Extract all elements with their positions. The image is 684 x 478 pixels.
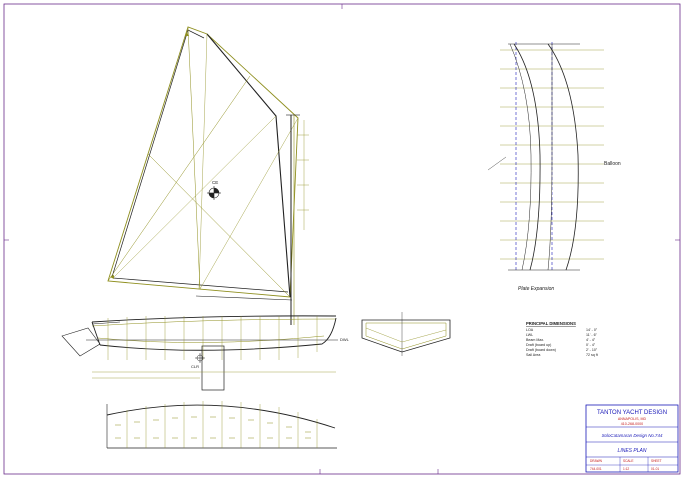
pe-plate-left-outer [513,43,541,271]
sail-arrow-1 [185,32,189,36]
sail-luff [111,29,205,278]
ce-symbol [207,186,221,200]
pe-plate-right-outer [547,43,579,271]
sail-plan [107,26,309,325]
dim-row-4-key: Draft (board down) [526,348,556,352]
dim-row-5-key: Sail Area [526,353,540,357]
sheer-line-2 [91,318,337,327]
sail-diag-6 [199,117,299,290]
rudder [61,327,101,357]
tb-row2-mid: 1:12 [623,467,629,471]
pe-plate-left-inner [509,43,532,271]
section-inner [365,322,447,350]
boom [195,295,293,301]
sail-median-4 [198,33,208,290]
plate-expansion [487,42,604,272]
dwl-label: DWL [340,337,350,342]
project-name: SoloCatamaran Design No.744 [602,433,663,438]
sail-arrow-2 [110,275,114,279]
tb-row1-mid: SCALE [623,459,633,463]
balloon-label: Balloon [604,161,621,167]
pe-leader [487,156,507,171]
pe-plate-right-inner [547,44,553,271]
tb-row2-left: 744-001 [590,467,602,471]
dim-row-1-key: LWL [526,333,533,337]
half-breadth-plan [106,401,337,449]
sheet-title: LINES PLAN [618,448,647,454]
principal-dimensions-table: PRINCIPAL DIMENSIONS LOA 14' - 0" LWL 11… [526,321,598,357]
dim-row-0-val: 14' - 0" [586,328,598,332]
chine-line [97,335,325,343]
dim-row-2-val: 4' - 4" [586,338,596,342]
tb-row2-right: 01-01 [651,467,659,471]
ce-label: CE [212,180,218,185]
tb-row1-left: DRAWN [590,459,603,463]
dim-row-2-key: Beam Max. [526,338,544,342]
sail-median-3 [147,153,291,298]
keel-line [99,317,337,351]
sail-diag-5 [112,115,277,279]
hb-dim-ticks [115,416,311,433]
firm-name: TANTON YACHT DESIGN [597,410,667,416]
sheet-border [3,3,681,475]
sail-median-2 [107,75,251,282]
dim-row-3-val: 0' - 4" [586,343,596,347]
firm-address-2: 410-268-0000 [621,422,643,426]
plate-expansion-label: Plate Expansion [518,286,554,292]
section-outline [361,319,451,353]
dim-row-0-key: LOA [526,328,534,332]
sail-median-1 [187,26,201,290]
principal-dimensions-heading: PRINCIPAL DIMENSIONS [526,321,576,326]
tiller [91,321,121,325]
dim-row-1-val: 11' - 6" [586,333,598,337]
sheer-line [91,315,337,323]
dim-row-5-val: 72 sq ft [586,353,598,357]
sail-foot [112,277,289,293]
clr-label: CLR [191,364,199,369]
centerboard [201,345,225,391]
firm-address-1: ANNAPOLIS, MD [618,417,647,421]
title-block-frame [585,404,679,473]
section-flare-1 [365,327,447,343]
tb-row1-right: SHEET [651,459,662,463]
deck-edge [106,404,336,429]
sail-leech [206,33,291,298]
dim-row-3-key: Draft (board up) [526,343,551,347]
hull-section [361,312,451,356]
title-block: TANTON YACHT DESIGN ANNAPOLIS, MD 410-26… [585,404,679,473]
hull-profile [61,315,338,391]
dim-row-4-val: 2' - 10" [586,348,598,352]
transom [91,321,101,346]
